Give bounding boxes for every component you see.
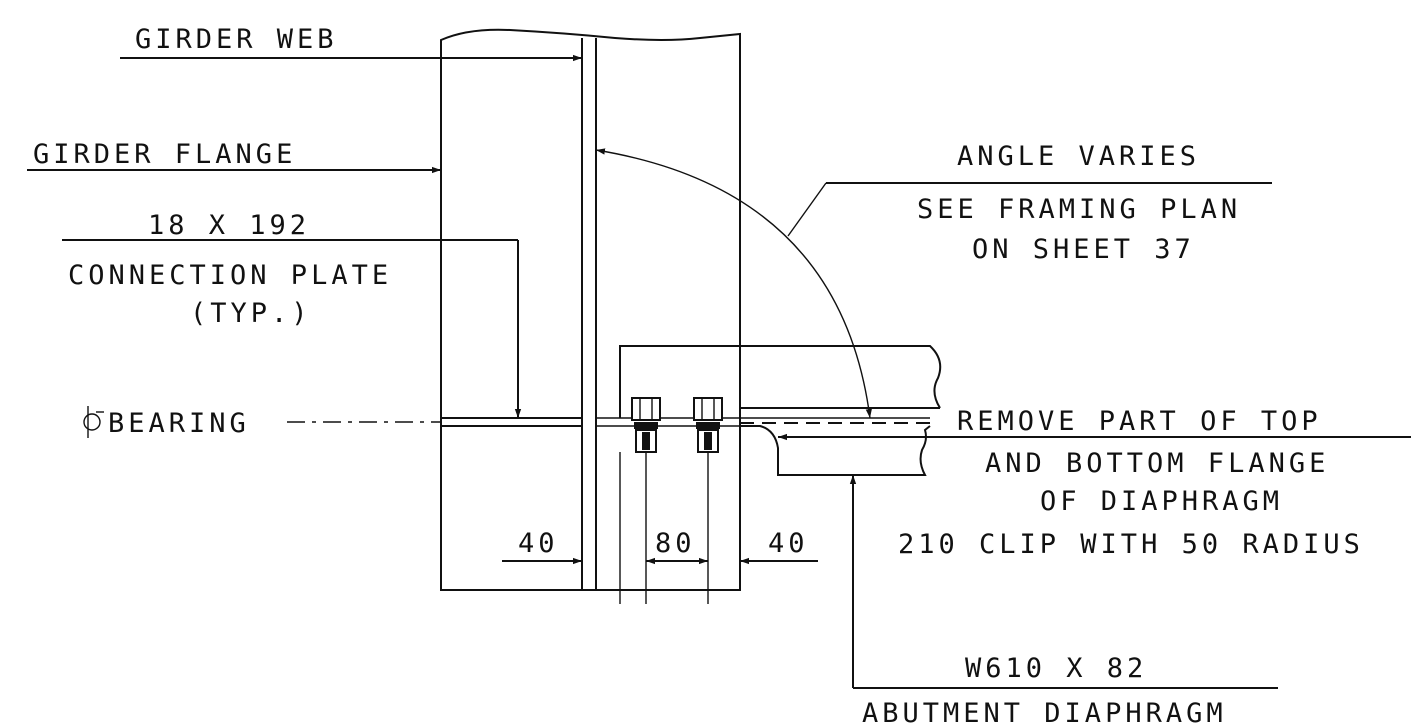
diaphragm-clip	[740, 425, 931, 476]
callout-girder-web: GIRDER WEB	[120, 24, 582, 62]
callout-remove-flange: REMOVE PART OF TOP AND BOTTOM FLANGE OF …	[778, 406, 1411, 560]
callout-connection-plate: 18 X 192 CONNECTION PLATE (TYP.)	[62, 210, 522, 418]
of-diaphragm-label: OF DIAPHRAGM	[1040, 486, 1283, 517]
callout-girder-flange: GIRDER FLANGE	[27, 139, 441, 174]
on-sheet-label: ON SHEET 37	[972, 234, 1195, 265]
dimension-right-edge: 40	[740, 528, 818, 565]
typ-label: (TYP.)	[190, 298, 312, 329]
girder-web-label: GIRDER WEB	[135, 24, 338, 55]
dimension-bolt-spacing-value: 80	[655, 528, 696, 559]
dimension-left-edge-value: 40	[518, 528, 559, 559]
callout-abutment-diaphragm: W610 X 82 ABUTMENT DIAPHRAGM	[849, 475, 1278, 725]
angle-arc	[595, 148, 872, 419]
bearing-label: BEARING	[108, 408, 250, 439]
and-bottom-flange-label: AND BOTTOM FLANGE	[985, 448, 1329, 479]
abutment-diaphragm	[619, 345, 942, 476]
dimension-bolt-spacing: 80	[646, 528, 708, 565]
remove-part-label: REMOVE PART OF TOP	[957, 406, 1322, 437]
abutment-diaphragm-label: ABUTMENT DIAPHRAGM	[862, 698, 1227, 725]
girder-flange-label: GIRDER FLANGE	[33, 139, 296, 170]
centerline-symbol	[83, 406, 104, 438]
connection-plate-label: CONNECTION PLATE	[68, 260, 392, 291]
girder-outline	[440, 28, 741, 591]
see-framing-plan-label: SEE FRAMING PLAN	[917, 194, 1241, 225]
angle-varies-label: ANGLE VARIES	[957, 141, 1200, 172]
dimension-left-edge: 40	[502, 528, 582, 565]
dimension-right-edge-value: 40	[768, 528, 809, 559]
plate-size-label: 18 X 192	[148, 210, 310, 241]
bearing-centerline: BEARING	[83, 406, 441, 439]
clip-radius-label: 210 CLIP WITH 50 RADIUS	[898, 529, 1364, 560]
diaphragm-size-label: W610 X 82	[965, 653, 1147, 684]
bolt-left	[631, 397, 661, 453]
diaphragm-top-flange	[619, 345, 942, 418]
girder	[440, 28, 741, 591]
bolt-right	[693, 397, 723, 453]
callout-angle-varies: ANGLE VARIES SEE FRAMING PLAN ON SHEET 3…	[595, 141, 1272, 419]
